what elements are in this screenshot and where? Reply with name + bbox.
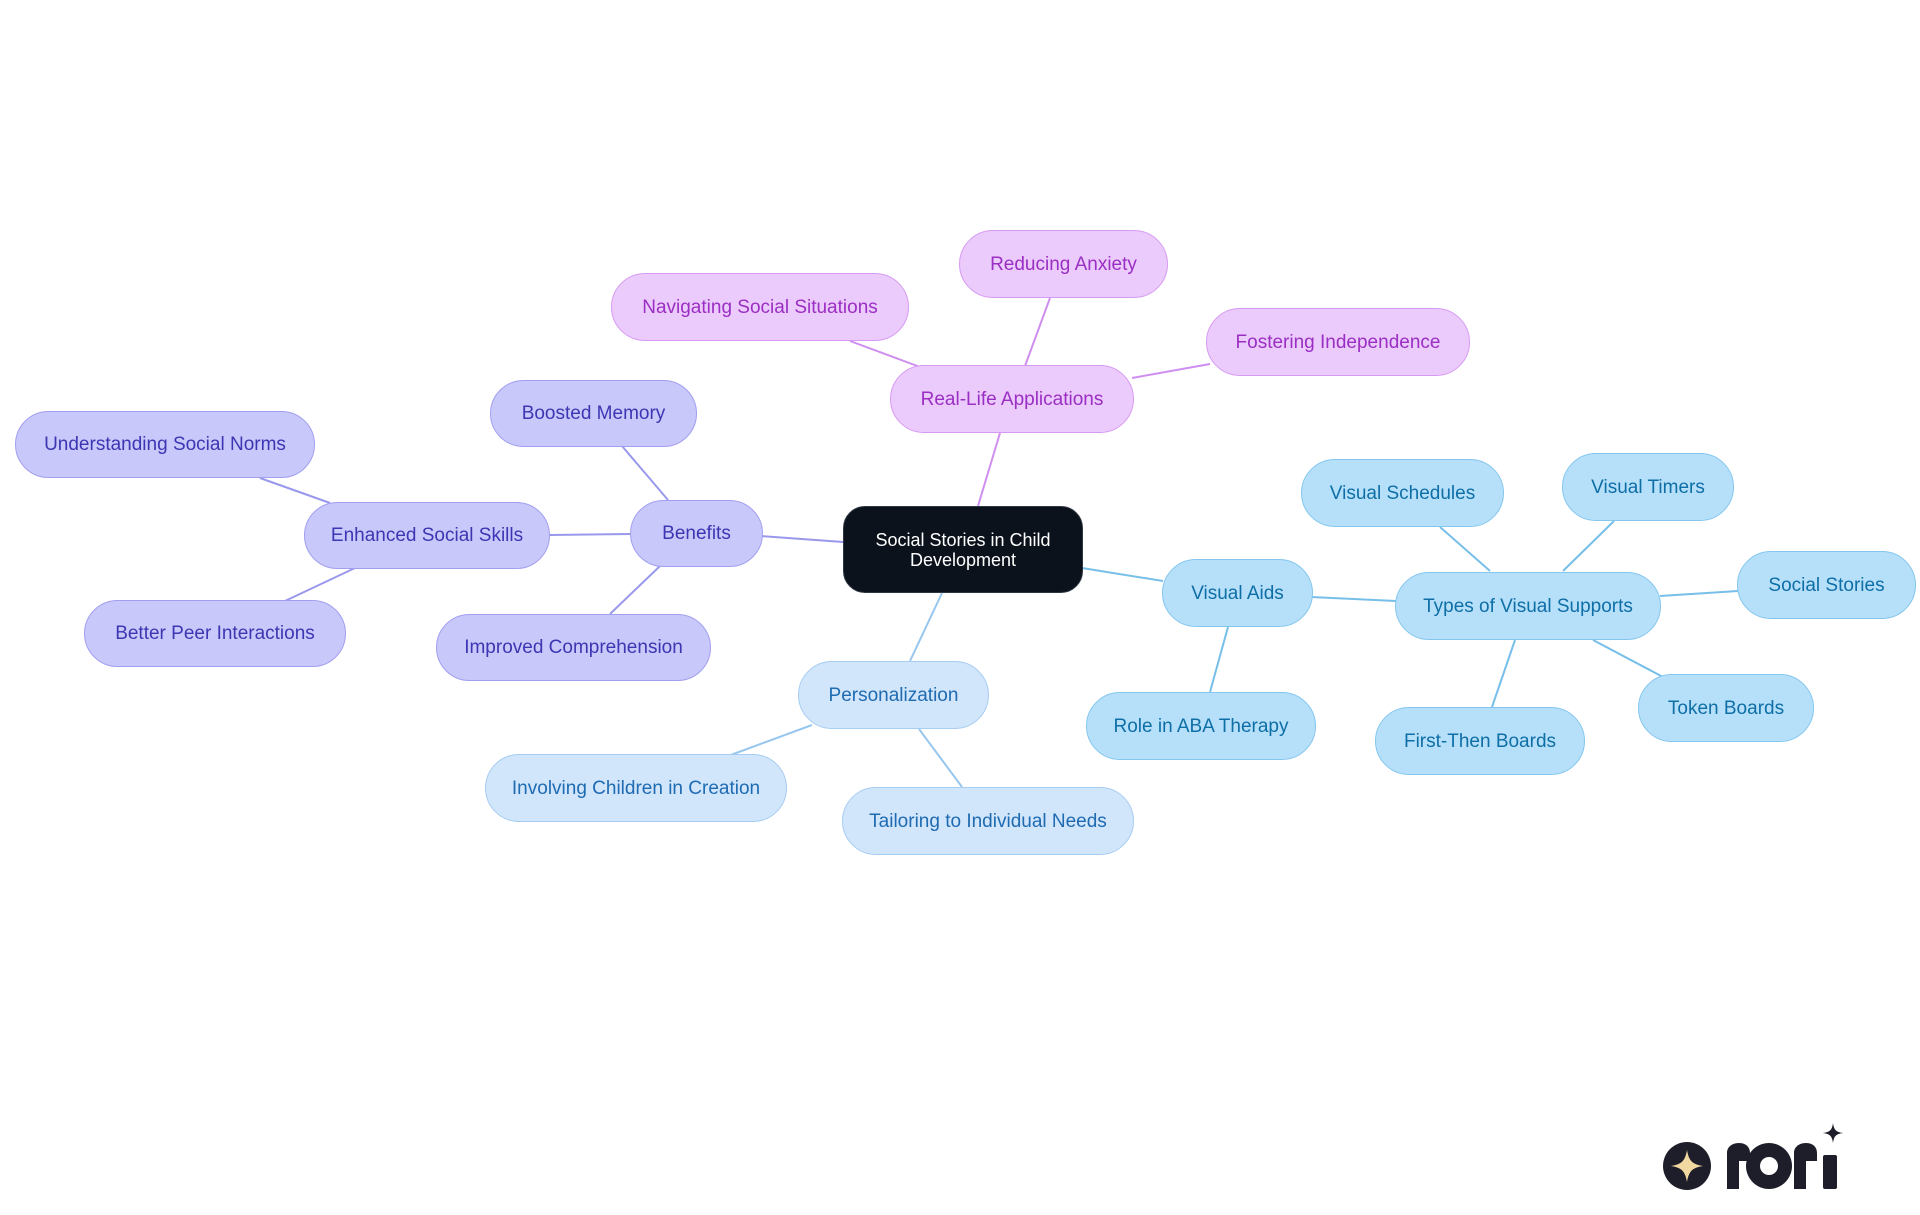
edge-applications-anxiety (1024, 297, 1051, 367)
node-tailoring-to-individual-needs[interactable]: Tailoring to Individual Needs (842, 787, 1134, 855)
node-social-stories[interactable]: Social Stories (1737, 551, 1916, 619)
edge-benefits-comprehension (609, 565, 661, 615)
node-visual-aids[interactable]: Visual Aids (1162, 559, 1313, 627)
edge-root-benefits (759, 535, 844, 543)
edge-types-timers (1562, 520, 1615, 572)
edge-applications-navigating (849, 340, 921, 368)
logo-wordmark (1727, 1123, 1843, 1189)
edge-types-token (1592, 639, 1664, 678)
node-token-boards[interactable]: Token Boards (1638, 674, 1814, 742)
sparkle-icon (1663, 1142, 1711, 1190)
edge-personalization-tailoring (918, 728, 963, 788)
edge-root-personalization (909, 592, 943, 662)
node-fostering-independence[interactable]: Fostering Independence (1206, 308, 1470, 376)
node-involving-children-in-creation[interactable]: Involving Children in Creation (485, 754, 787, 822)
root-title-line2: Development (909, 549, 1017, 570)
edge-types-schedules (1439, 526, 1491, 572)
node-benefits[interactable]: Benefits (630, 500, 763, 567)
node-navigating-social-situations[interactable]: Navigating Social Situations (611, 273, 909, 341)
edge-enhanced-norms (259, 477, 331, 504)
node-visual-schedules[interactable]: Visual Schedules (1301, 459, 1504, 527)
root-node[interactable]: Social Stories in Child Development (843, 506, 1083, 593)
edge-enhanced-peer (284, 567, 356, 602)
edge-applications-independence (1131, 363, 1211, 379)
edge-root-applications (977, 432, 1001, 507)
node-enhanced-social-skills[interactable]: Enhanced Social Skills (304, 502, 550, 569)
node-types-of-visual-supports[interactable]: Types of Visual Supports (1395, 572, 1661, 640)
edge-personalization-involving (727, 724, 813, 757)
node-boosted-memory[interactable]: Boosted Memory (490, 380, 697, 447)
node-role-in-aba-therapy[interactable]: Role in ABA Therapy (1086, 692, 1316, 760)
edge-types-firstthen (1491, 639, 1516, 708)
node-better-peer-interactions[interactable]: Better Peer Interactions (84, 600, 346, 667)
edge-root-visualaids (1081, 567, 1164, 582)
edge-visualaids-types (1310, 596, 1397, 602)
edge-types-socialstories (1659, 590, 1739, 597)
node-real-life-applications[interactable]: Real-Life Applications (890, 365, 1134, 433)
edge-benefits-memory (621, 445, 669, 501)
node-improved-comprehension[interactable]: Improved Comprehension (436, 614, 711, 681)
node-reducing-anxiety[interactable]: Reducing Anxiety (959, 230, 1168, 298)
root-title-line1: Social Stories in Child (875, 529, 1051, 550)
rori-logo (1663, 1123, 1843, 1190)
edge-visualaids-aba (1209, 626, 1229, 693)
node-understanding-social-norms[interactable]: Understanding Social Norms (15, 411, 315, 478)
node-visual-timers[interactable]: Visual Timers (1562, 453, 1734, 521)
node-first-then-boards[interactable]: First-Then Boards (1375, 707, 1585, 775)
edge-benefits-enhanced (549, 533, 631, 536)
node-personalization[interactable]: Personalization (798, 661, 989, 729)
